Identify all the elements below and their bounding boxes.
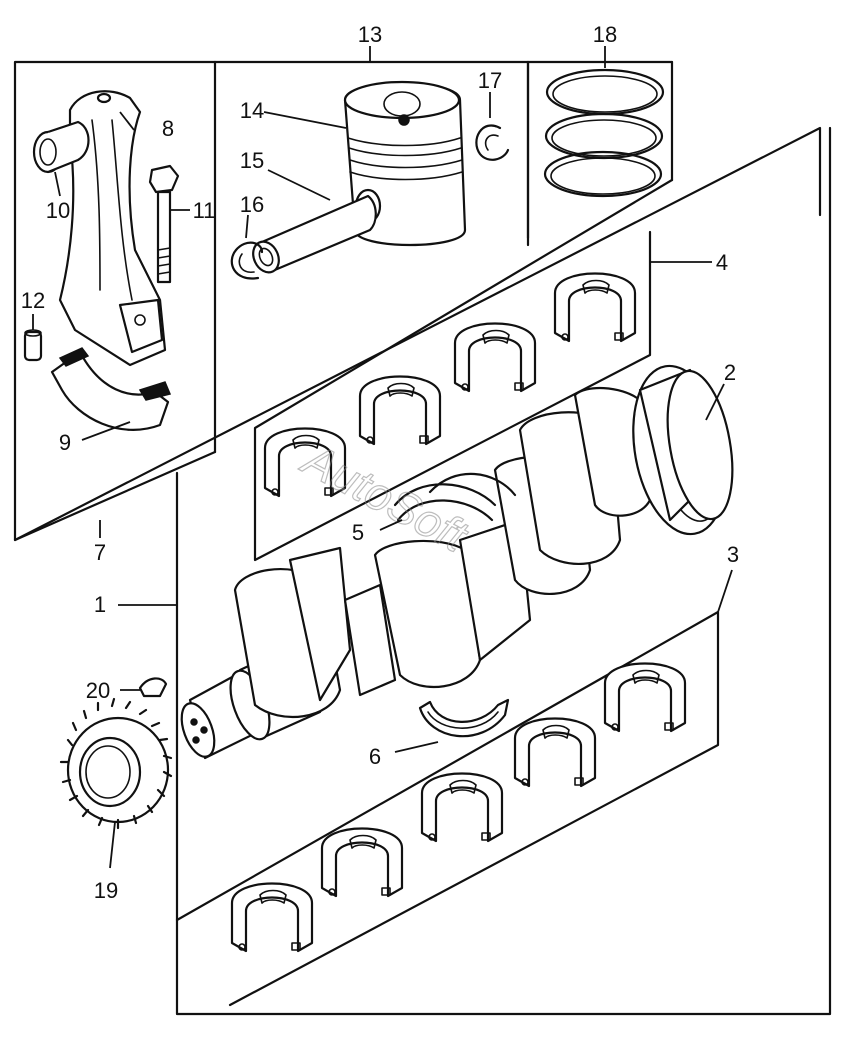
crankshaft-gear <box>59 697 173 830</box>
callout-6: 6 <box>369 744 381 769</box>
small-end-bush <box>32 120 90 174</box>
callout-10: 10 <box>46 198 70 223</box>
shell-bearing <box>513 717 597 788</box>
shell-bearing <box>453 322 537 393</box>
frame-crankshaft <box>175 126 832 1016</box>
circlip-left <box>230 241 264 280</box>
shell-bearing <box>358 375 442 446</box>
frame-piston-box <box>213 60 674 247</box>
leader-lines <box>32 46 733 869</box>
callout-4: 4 <box>716 250 728 275</box>
crankshaft <box>180 364 734 760</box>
callout-13: 13 <box>358 22 382 47</box>
frame-upper-bearings <box>13 126 822 562</box>
big-end-bearing-cap <box>50 347 172 431</box>
callout-15: 15 <box>240 148 264 173</box>
piston-pin <box>252 194 377 274</box>
callout-17: 17 <box>478 68 502 93</box>
callout-1: 1 <box>94 592 106 617</box>
dowel-pin <box>23 329 43 362</box>
callout-16: 16 <box>240 192 264 217</box>
callout-labels: 13 18 17 14 15 16 8 10 11 12 9 7 4 2 5 3… <box>21 22 739 903</box>
callout-3: 3 <box>727 542 739 567</box>
woodruff-key <box>138 677 168 698</box>
shell-bearing <box>230 882 314 953</box>
watermark-text: AutoSoft <box>293 432 478 563</box>
callout-20: 20 <box>86 678 110 703</box>
shell-bearing <box>320 827 404 898</box>
lower-thrust-washer <box>418 698 510 738</box>
callout-2: 2 <box>724 360 736 385</box>
shell-bearing <box>420 772 504 843</box>
callout-12: 12 <box>21 288 45 313</box>
piston-ring-set <box>543 68 665 198</box>
callout-14: 14 <box>240 98 264 123</box>
shell-bearing <box>603 662 687 733</box>
frame-connecting-rod-box <box>13 60 217 542</box>
shell-bearing <box>553 272 637 343</box>
connecting-rod <box>58 90 167 367</box>
callout-8: 8 <box>162 116 174 141</box>
frame-lower-bearings <box>175 610 720 1007</box>
callout-11: 11 <box>193 198 216 223</box>
callout-19: 19 <box>94 878 118 903</box>
callout-18: 18 <box>593 22 617 47</box>
callout-5: 5 <box>352 520 364 545</box>
callout-7: 7 <box>94 540 106 565</box>
circlip-right <box>475 124 510 161</box>
callout-9: 9 <box>59 430 71 455</box>
rod-bolt <box>148 164 180 284</box>
